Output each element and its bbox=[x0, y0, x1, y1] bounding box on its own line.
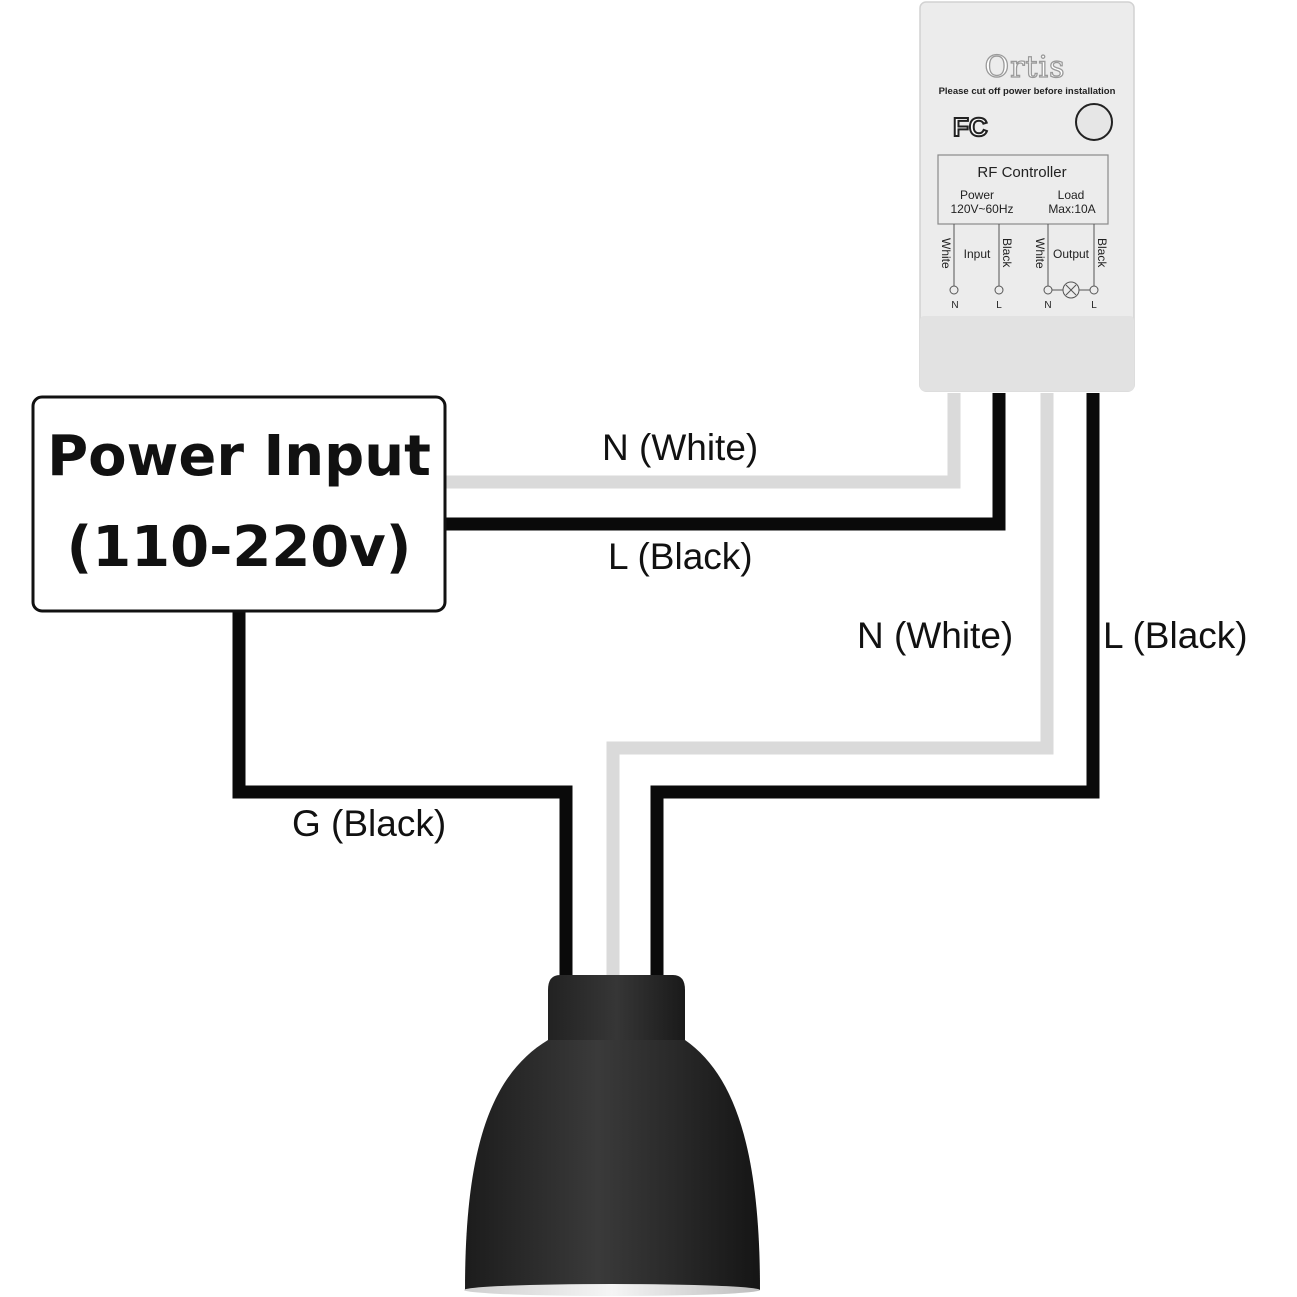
device-term-l2: L bbox=[1091, 300, 1097, 311]
device-power-rating: 120V~60Hz bbox=[950, 202, 1013, 216]
device-title: RF Controller bbox=[977, 164, 1066, 181]
device-term-n2: N bbox=[1044, 300, 1051, 311]
device-wire-black-2: Black bbox=[1095, 238, 1109, 268]
label-input-live: L (Black) bbox=[608, 536, 753, 577]
device-power-label: Power bbox=[960, 188, 994, 202]
device-load-label: Load bbox=[1058, 188, 1085, 202]
power-input-voltage: (110-220v) bbox=[67, 515, 412, 580]
device-brand-logo: Ortis bbox=[985, 50, 1066, 85]
pairing-button-icon[interactable] bbox=[1075, 103, 1113, 141]
device-input-label: Input bbox=[964, 247, 991, 261]
label-output-live: L (Black) bbox=[1103, 615, 1248, 656]
wire-ground bbox=[232, 612, 573, 975]
device-term-n1: N bbox=[951, 300, 958, 311]
device-wire-white-1: White bbox=[939, 238, 953, 269]
fc-mark-icon: FC bbox=[953, 112, 988, 142]
device-wire-white-2: White bbox=[1033, 238, 1047, 269]
power-input-box bbox=[31, 395, 447, 613]
device-warning: Please cut off power before installation bbox=[939, 86, 1116, 97]
wire-input-neutral bbox=[446, 393, 961, 489]
lamp-symbol-icon bbox=[1062, 281, 1080, 299]
device-spec-panel bbox=[937, 154, 1109, 225]
device-wire-black-1: Black bbox=[1000, 238, 1014, 268]
label-output-neutral: N (White) bbox=[857, 615, 1013, 656]
wire-output-neutral bbox=[606, 393, 1054, 975]
label-input-neutral: N (White) bbox=[602, 427, 758, 468]
label-ground: G (Black) bbox=[292, 803, 446, 844]
rf-controller-device: Ortis Please cut off power before instal… bbox=[919, 1, 1135, 392]
terminal-diagram bbox=[949, 224, 1099, 299]
device-load-rating: Max:10A bbox=[1048, 202, 1095, 216]
device-output-label: Output bbox=[1053, 247, 1090, 261]
power-input-title: Power Input bbox=[47, 424, 431, 489]
wire-input-live bbox=[446, 393, 1006, 531]
lamp-icon bbox=[464, 975, 760, 1296]
device-term-l1: L bbox=[996, 300, 1002, 311]
wire-output-live bbox=[650, 393, 1100, 975]
